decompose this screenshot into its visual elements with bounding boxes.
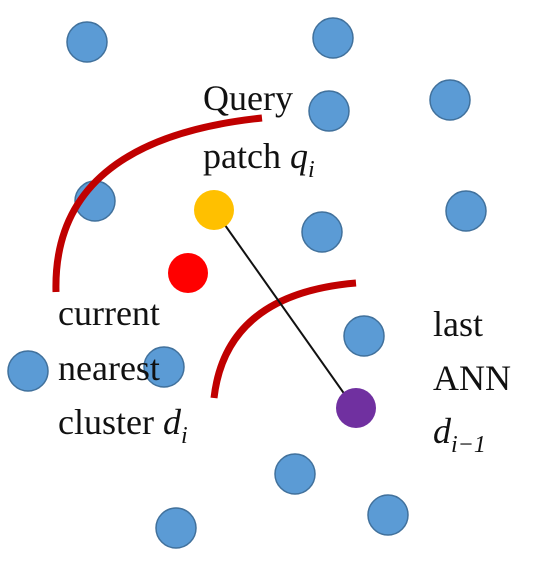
current-label-line2: nearest [58, 348, 160, 388]
query-label-prefix: patch [203, 136, 290, 176]
cluster-dot [429, 79, 471, 121]
last-label-line1: last [433, 304, 483, 344]
cluster-dot [367, 494, 409, 536]
current-label-prefix: cluster [58, 402, 163, 442]
query-to-last-ann-line [214, 210, 356, 410]
current-nearest-label: current nearest cluster di [58, 293, 188, 449]
last-ann-label: last ANN di−1 [433, 304, 511, 458]
last-label-line2: ANN [433, 358, 511, 398]
cluster-dot [7, 350, 49, 392]
cluster-dot [308, 90, 350, 132]
cluster-dot [301, 211, 343, 253]
cluster-dot [274, 453, 316, 495]
query-label-sub: i [308, 157, 315, 183]
last-label-var: d [433, 411, 452, 451]
last-label-line3: di−1 [433, 411, 486, 458]
current-label-var: d [163, 402, 182, 442]
current-label-sub: i [181, 423, 188, 449]
current-nearest-cluster-dot [168, 253, 208, 293]
cluster-dot [445, 190, 487, 232]
cluster-dot [66, 21, 108, 63]
query-patch-dot [194, 190, 234, 230]
query-label-var: q [290, 136, 308, 176]
last-ann-radius-arc [210, 279, 357, 399]
last-label-sub: i−1 [451, 432, 486, 458]
query-label: Query patch qi [203, 78, 315, 183]
query-radius-arc [52, 114, 263, 293]
cluster-dot [155, 507, 197, 549]
cluster-dot [143, 346, 185, 388]
query-label-line1: Query [203, 78, 293, 118]
cluster-dot [343, 315, 385, 357]
current-label-line1: current [58, 293, 160, 333]
query-label-line2: patch qi [203, 136, 315, 183]
last-ann-dot [336, 388, 376, 428]
cluster-dot [312, 17, 354, 59]
current-label-line3: cluster di [58, 402, 188, 449]
